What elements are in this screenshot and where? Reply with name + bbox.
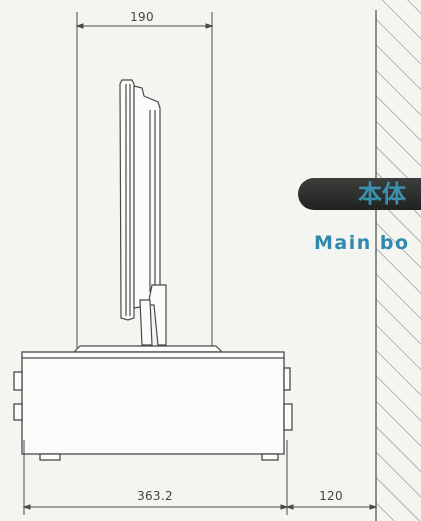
console-body xyxy=(13,351,293,461)
top-dimension-label: 190 xyxy=(130,10,154,24)
wall-hatching xyxy=(376,0,421,521)
monitor-side-view xyxy=(72,79,224,353)
top-dimension xyxy=(75,12,214,348)
base-width-label: 363.2 xyxy=(137,489,173,503)
main-body-badge: 本体 xyxy=(298,178,421,210)
wall-gap-label: 120 xyxy=(319,489,343,503)
main-body-en-label: Main bo xyxy=(314,232,410,254)
main-body-jp-label: 本体 xyxy=(358,180,406,208)
bottom-dimension xyxy=(22,440,378,515)
